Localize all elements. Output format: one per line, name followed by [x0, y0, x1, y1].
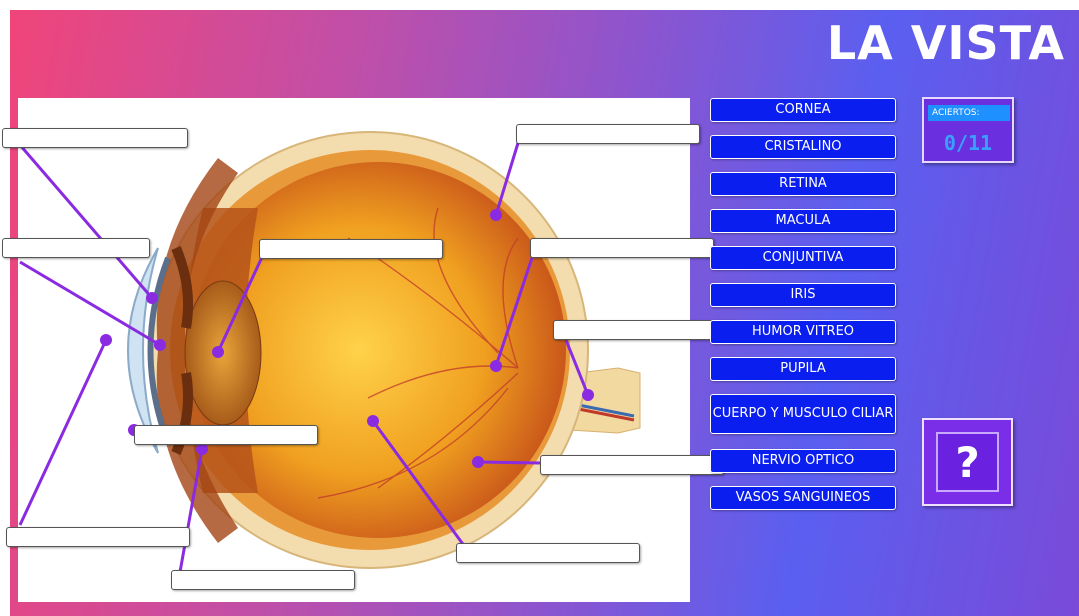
score-value: 0/11	[924, 131, 1012, 155]
answer-slot-3[interactable]	[259, 239, 443, 259]
help-label: ?	[955, 438, 979, 487]
answer-slot-9[interactable]	[6, 527, 190, 547]
answer-slot-4[interactable]	[516, 124, 700, 144]
score-label: ACIERTOS:	[928, 105, 1010, 121]
question-mark-icon: ?	[936, 432, 999, 492]
answer-slot-10[interactable]	[456, 543, 640, 563]
word-tile-vasos-sanguineos[interactable]: VASOS SANGUINEOS	[710, 486, 896, 510]
word-tile-conjuntiva[interactable]: CONJUNTIVA	[710, 246, 896, 270]
word-tile-cuerpo-musculo-ciliar[interactable]: CUERPO Y MUSCULO CILIAR	[710, 394, 896, 434]
answer-slot-11[interactable]	[171, 570, 355, 590]
word-tile-cristalino[interactable]: CRISTALINO	[710, 135, 896, 159]
word-tile-humor-vitreo[interactable]: HUMOR VITREO	[710, 320, 896, 344]
answer-slot-8[interactable]	[540, 455, 724, 475]
answer-slot-5[interactable]	[530, 238, 714, 258]
word-tile-retina[interactable]: RETINA	[710, 172, 896, 196]
answer-slot-7[interactable]	[134, 425, 318, 445]
answer-slot-2[interactable]	[2, 238, 150, 258]
word-tile-nervio-optico[interactable]: NERVIO OPTICO	[710, 449, 896, 473]
word-tile-pupila[interactable]: PUPILA	[710, 357, 896, 381]
score-panel: ACIERTOS: 0/11	[922, 97, 1014, 163]
word-tile-cornea[interactable]: CORNEA	[710, 98, 896, 122]
answer-slot-1[interactable]	[2, 128, 188, 148]
word-tile-iris[interactable]: IRIS	[710, 283, 896, 307]
word-tile-macula[interactable]: MACULA	[710, 209, 896, 233]
help-button[interactable]: ?	[922, 418, 1013, 506]
